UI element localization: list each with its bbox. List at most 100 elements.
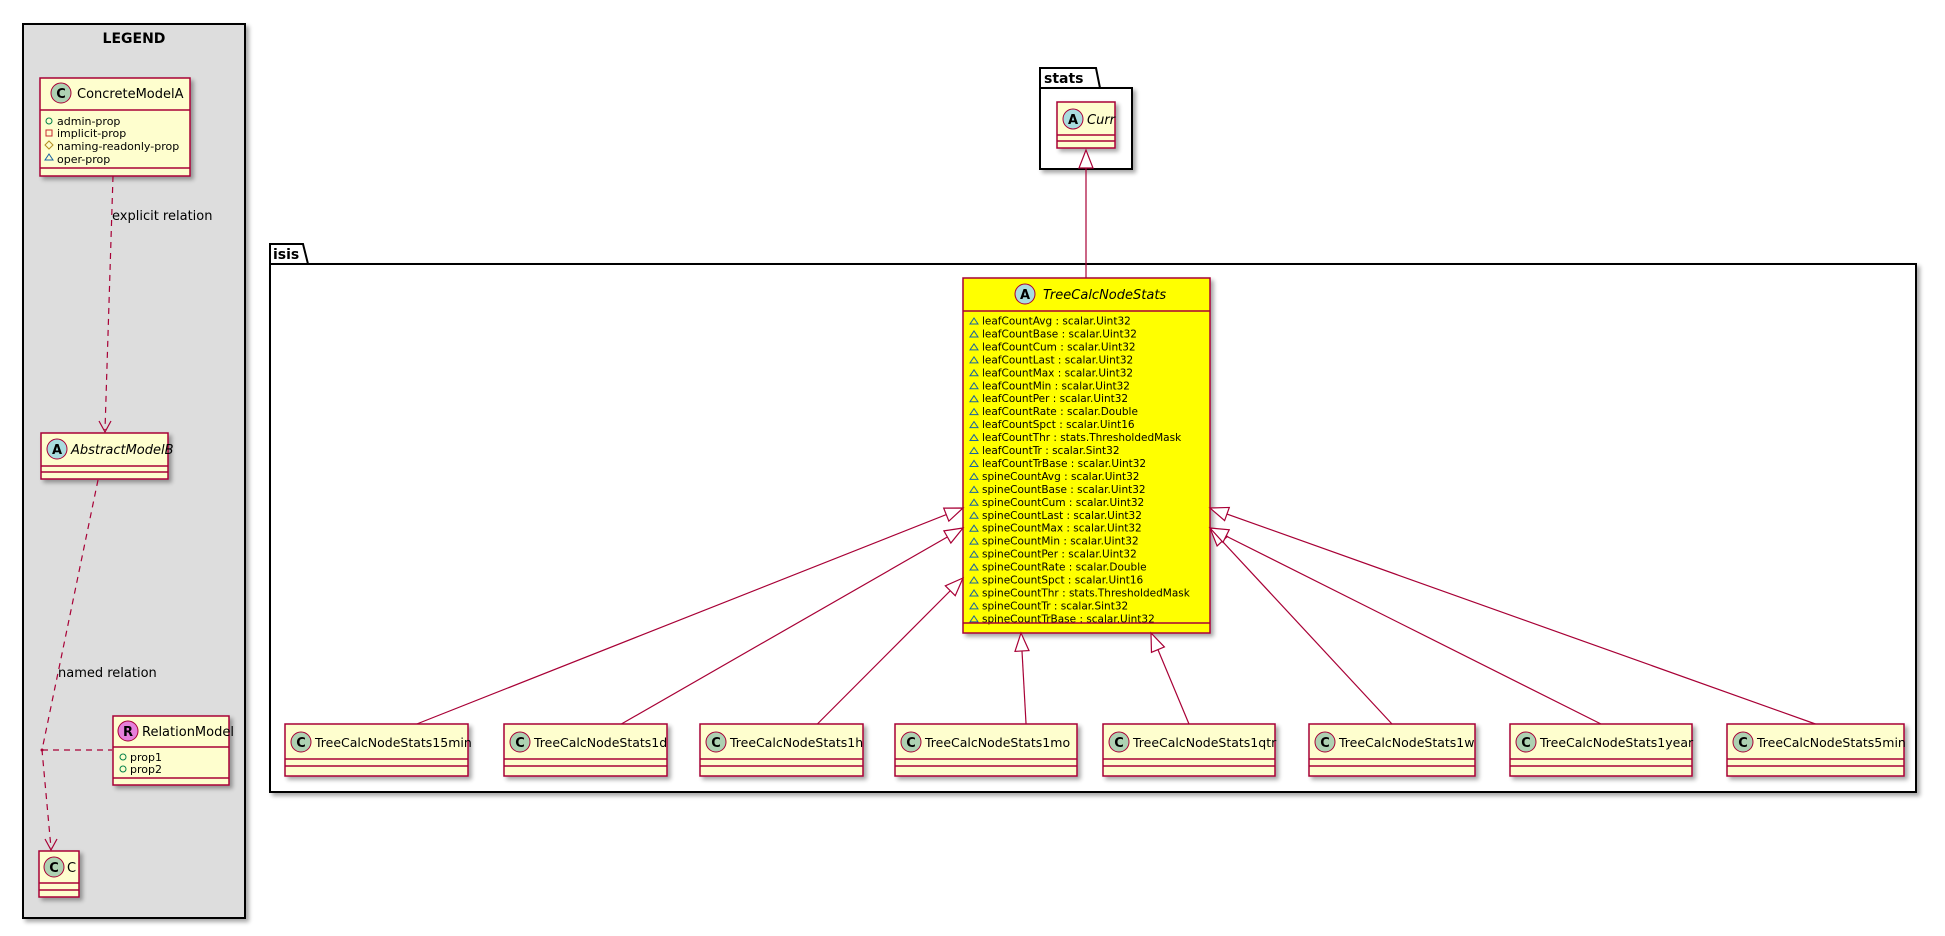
package-visibility-icon	[969, 563, 979, 571]
class-curr[interactable]: A Curr	[1056, 101, 1117, 149]
class-property: leafCountAvg : scalar.Uint32	[982, 316, 1131, 328]
class-property: leafCountCum : scalar.Uint32	[982, 341, 1136, 353]
stereotype-letter: C	[1320, 736, 1330, 751]
package-visibility-icon	[969, 550, 979, 558]
prop-item: prop1	[130, 751, 162, 764]
subclass-treecalcnodestats1qtr[interactable]: C TreeCalcNodeStats1qtr	[1102, 723, 1277, 777]
inheritance-arrow-head	[942, 527, 965, 545]
inheritance-arrow-head	[1014, 631, 1030, 653]
class-property: leafCountBase : scalar.Uint32	[982, 328, 1137, 340]
prop-item: oper-prop	[57, 153, 110, 166]
inheritance-arrow-head	[1208, 527, 1231, 544]
class-box	[1726, 723, 1905, 777]
class-property: leafCountSpct : scalar.Uint16	[982, 419, 1135, 431]
legend-relation-class[interactable]: R RelationModel prop1 prop2	[112, 715, 234, 786]
public-visibility-icon	[119, 765, 127, 773]
class-property: spineCountPer : scalar.Uint32	[982, 549, 1137, 561]
public-visibility-icon	[45, 117, 53, 125]
class-box	[699, 723, 864, 777]
package-visibility-icon	[969, 433, 979, 442]
class-name: TreeCalcNodeStats5min	[1756, 735, 1906, 750]
stereotype-letter: C	[49, 861, 59, 876]
class-stereotype-icon	[1314, 731, 1336, 753]
class-property: spineCountMin : scalar.Uint32	[982, 536, 1139, 548]
package-visibility-icon	[969, 420, 979, 429]
class-name: RelationModel	[142, 725, 234, 740]
class-stereotype-icon	[900, 731, 922, 753]
class-name: TreeCalcNodeStats1qtr	[1132, 735, 1277, 750]
package-visibility-icon	[969, 381, 979, 390]
class-name: AbstractModelB	[70, 443, 174, 458]
class-box	[1308, 723, 1476, 777]
package-visibility-icon	[969, 368, 979, 377]
stereotype-letter: A	[1068, 113, 1078, 128]
class-property: leafCountPer : scalar.Uint32	[982, 393, 1128, 405]
package-visibility-icon	[969, 407, 979, 416]
abstract-stereotype-icon	[46, 438, 68, 460]
legend-panel: LEGEND C ConcreteModelA admin-prop impli…	[22, 23, 246, 919]
package-visibility-icon	[969, 342, 979, 351]
class-property: leafCountTr : scalar.Sint32	[982, 445, 1120, 457]
stereotype-letter: C	[1114, 736, 1124, 751]
class-box	[894, 723, 1078, 777]
package-visibility-icon	[969, 446, 979, 454]
class-treecalcnodestats[interactable]: A TreeCalcNodeStats leafCountAvg : scala…	[962, 277, 1211, 634]
class-name: Curr	[1087, 113, 1117, 128]
class-stereotype-icon	[1108, 731, 1130, 753]
arrow-head	[44, 838, 58, 852]
inheritance-arrow-head	[1208, 506, 1231, 522]
legend-c-class[interactable]: C C	[38, 850, 80, 898]
legend-abstract-class[interactable]: A AbstractModelB	[40, 432, 174, 480]
class-property: leafCountThr : stats.ThresholdedMask	[982, 432, 1182, 444]
legend-title: LEGEND	[103, 31, 166, 47]
class-stereotype-icon	[43, 856, 65, 878]
class-property: spineCountBase : scalar.Uint32	[982, 484, 1146, 496]
package-visibility-icon	[969, 355, 979, 364]
package-name: isis	[273, 247, 299, 263]
package-visibility-icon	[969, 589, 979, 597]
prop-item: prop2	[130, 763, 162, 776]
class-stereotype-icon	[50, 82, 72, 104]
class-name: TreeCalcNodeStats1year	[1539, 735, 1694, 750]
legend-concrete-class[interactable]: C ConcreteModelA admin-prop implicit-pro…	[39, 77, 191, 177]
class-box	[503, 723, 668, 777]
stereotype-letter: A	[52, 443, 62, 458]
class-name: TreeCalcNodeStats	[1043, 288, 1166, 303]
package-visibility-icon	[969, 498, 979, 506]
prop-item: naming-readonly-prop	[57, 140, 179, 153]
class-property: leafCountMin : scalar.Uint32	[982, 380, 1130, 392]
inheritance-edge	[1209, 527, 1602, 725]
class-property: spineCountCum : scalar.Uint32	[982, 497, 1144, 509]
prop-item: admin-prop	[57, 115, 120, 128]
class-property: leafCountTrBase : scalar.Uint32	[982, 458, 1146, 470]
class-name: TreeCalcNodeStats15min	[314, 735, 472, 750]
relation-stereotype-icon	[117, 720, 139, 742]
inheritance-edge	[621, 527, 964, 725]
class-stereotype-icon	[1515, 731, 1537, 753]
class-box	[284, 723, 469, 777]
package-visibility-icon	[969, 317, 979, 325]
inheritance-arrow-head	[944, 576, 965, 597]
class-property: leafCountMax : scalar.Uint32	[982, 367, 1133, 379]
explicit-relation-label: explicit relation	[112, 209, 212, 224]
stereotype-letter: C	[906, 736, 916, 751]
abstract-stereotype-icon	[1014, 283, 1036, 305]
package-name: stats	[1044, 71, 1084, 87]
class-stereotype-icon	[509, 731, 531, 753]
package-visibility-icon	[969, 537, 979, 545]
stereotype-letter: C	[56, 87, 66, 102]
inheritance-arrow-head	[942, 507, 965, 523]
property-list: leafCountAvg : scalar.Uint32leafCountBas…	[969, 316, 1191, 625]
inheritance-arrow-head	[1150, 631, 1166, 654]
inheritance-edge	[1209, 527, 1393, 725]
package-visibility-icon	[969, 524, 979, 532]
package-visibility-icon	[969, 576, 979, 584]
package-visibility-icon	[969, 459, 979, 467]
